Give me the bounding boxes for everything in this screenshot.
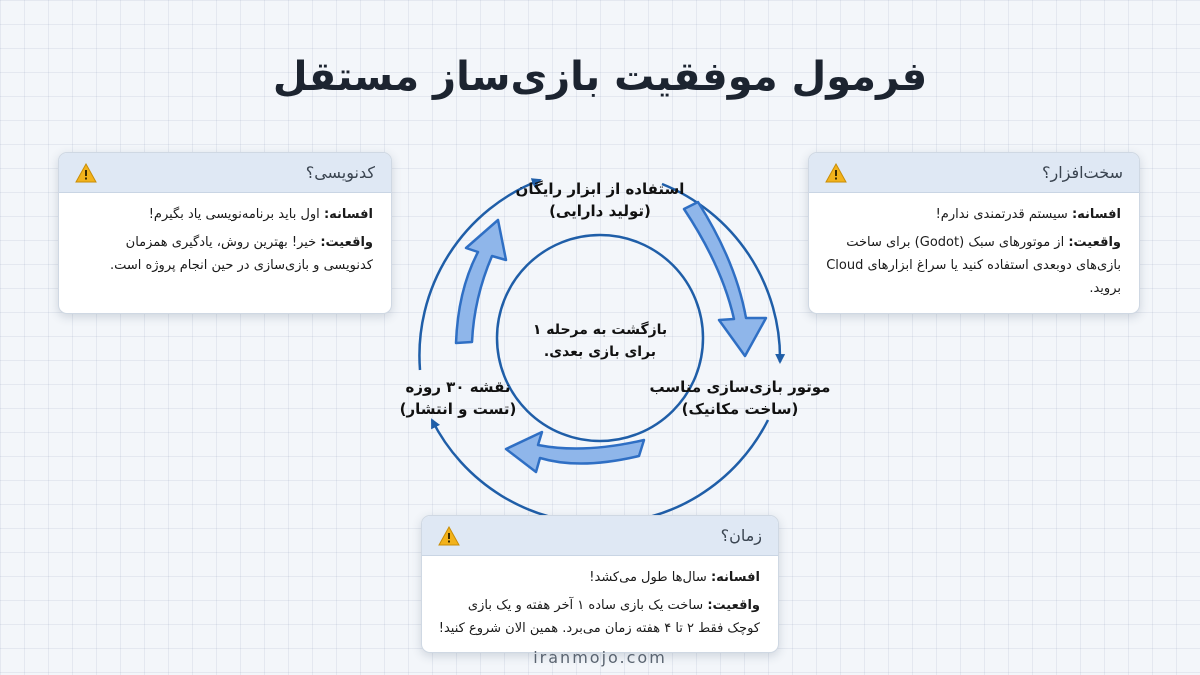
card-hardware: سخت‌افزار؟ افسانه: سیستم قدرتمندی ندارم!… bbox=[808, 152, 1140, 314]
card-header: سخت‌افزار؟ bbox=[809, 153, 1139, 193]
step-1-subtitle: (تولید دارایی) bbox=[549, 202, 651, 220]
myth-text: اول باید برنامه‌نویسی یاد بگیرم! bbox=[148, 207, 320, 222]
page-title: فرمول موفقیت بازی‌ساز مستقل bbox=[272, 54, 928, 100]
card-coding: کدنویسی؟ افسانه: اول باید برنامه‌نویسی ی… bbox=[58, 152, 392, 314]
outer-arc-left bbox=[418, 178, 542, 371]
center-line-1: بازگشت به مرحله ۱ bbox=[532, 322, 668, 338]
center-line-2: برای بازی بعدی. bbox=[543, 344, 657, 360]
myth-line: افسانه: سیستم قدرتمندی ندارم! bbox=[823, 203, 1121, 226]
reality-label: واقعیت: bbox=[1068, 235, 1121, 250]
card-title: کدنویسی؟ bbox=[305, 163, 375, 182]
myth-line: افسانه: سال‌ها طول می‌کشد! bbox=[436, 566, 760, 589]
step-3-subtitle: (تست و انتشار) bbox=[399, 400, 517, 418]
outer-arc-bottom bbox=[430, 418, 770, 525]
card-header: کدنویسی؟ bbox=[59, 153, 391, 193]
cycle-step-game-engine: موتور بازی‌سازی مناسب (ساخت مکانیک) bbox=[640, 376, 840, 420]
reality-line: واقعیت: ساخت یک بازی ساده ۱ آخر هفته و ی… bbox=[436, 594, 760, 640]
reality-label: واقعیت: bbox=[320, 235, 373, 250]
footer-watermark: iranmojo.com bbox=[533, 648, 667, 667]
block-arrow-bottom bbox=[504, 430, 646, 474]
card-body: افسانه: سیستم قدرتمندی ندارم! واقعیت: از… bbox=[809, 193, 1139, 300]
myth-line: افسانه: اول باید برنامه‌نویسی یاد بگیرم! bbox=[73, 203, 373, 226]
inner-circle bbox=[495, 233, 705, 443]
card-time: زمان؟ افسانه: سال‌ها طول می‌کشد! واقعیت:… bbox=[421, 515, 779, 653]
card-body: افسانه: سال‌ها طول می‌کشد! واقعیت: ساخت … bbox=[422, 556, 778, 640]
card-title: زمان؟ bbox=[720, 526, 762, 545]
reality-text: خیر! بهترین روش، یادگیری همزمان کدنویسی … bbox=[109, 235, 373, 273]
cycle-step-free-tools: استفاده از ابزار رایگان (تولید دارایی) bbox=[490, 178, 710, 222]
block-arrow-right bbox=[682, 200, 768, 358]
step-2-title: موتور بازی‌سازی مناسب bbox=[649, 378, 831, 396]
block-arrow-left bbox=[454, 218, 508, 345]
myth-text: سال‌ها طول می‌کشد! bbox=[589, 570, 707, 585]
card-header: زمان؟ bbox=[422, 516, 778, 556]
card-title: سخت‌افزار؟ bbox=[1041, 163, 1123, 182]
step-2-subtitle: (ساخت مکانیک) bbox=[681, 400, 799, 418]
card-body: افسانه: اول باید برنامه‌نویسی یاد بگیرم!… bbox=[59, 193, 391, 277]
warning-icon bbox=[75, 162, 97, 182]
block-arrows bbox=[454, 200, 768, 474]
reality-label: واقعیت: bbox=[707, 598, 760, 613]
warning-icon bbox=[438, 525, 460, 545]
step-1-title: استفاده از ابزار رایگان bbox=[515, 180, 685, 198]
warning-icon bbox=[825, 162, 847, 182]
reality-line: واقعیت: خیر! بهترین روش، یادگیری همزمان … bbox=[73, 231, 373, 277]
myth-label: افسانه: bbox=[710, 570, 760, 585]
reality-text: از موتورهای سبک (Godot) برای ساخت بازی‌ه… bbox=[826, 235, 1121, 296]
reality-line: واقعیت: از موتورهای سبک (Godot) برای ساخ… bbox=[823, 231, 1121, 300]
reality-text: ساخت یک بازی ساده ۱ آخر هفته و یک بازی ک… bbox=[438, 598, 760, 636]
myth-label: افسانه: bbox=[1071, 207, 1121, 222]
cycle-step-30-day-plan: نقشه ۳۰ روزه (تست و انتشار) bbox=[368, 376, 548, 420]
cycle-center-text: بازگشت به مرحله ۱ برای بازی بعدی. bbox=[520, 319, 680, 363]
step-3-title: نقشه ۳۰ روزه bbox=[405, 378, 511, 396]
outer-arc-right bbox=[661, 182, 786, 364]
myth-label: افسانه: bbox=[323, 207, 373, 222]
myth-text: سیستم قدرتمندی ندارم! bbox=[935, 207, 1068, 222]
